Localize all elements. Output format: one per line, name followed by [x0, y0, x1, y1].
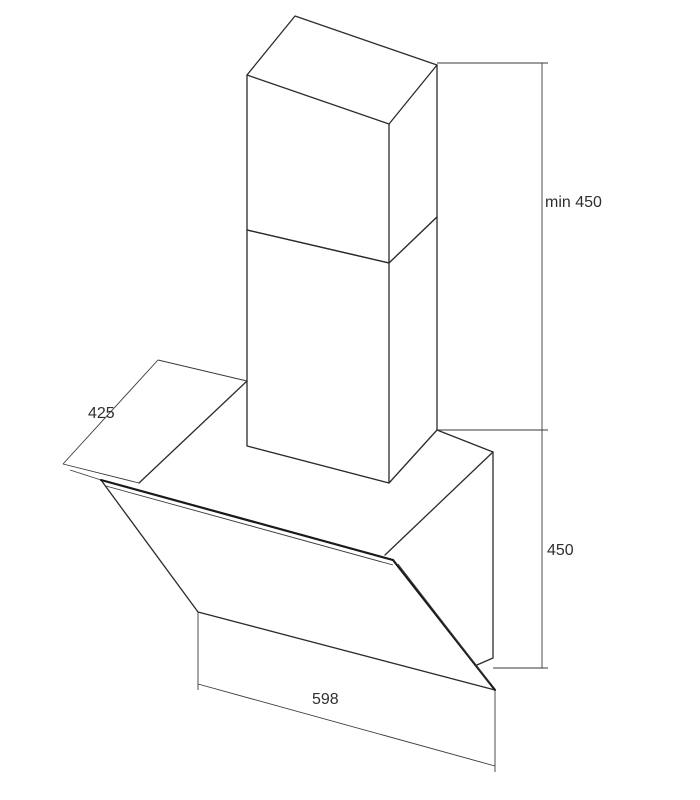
chimney-upper-section [247, 16, 437, 263]
dimension-chimney-height: min 450 [437, 63, 602, 430]
dimension-hood-height: 450 [493, 430, 574, 668]
hood-height-label: 450 [547, 542, 574, 559]
chimney-height-label: min 450 [545, 194, 602, 211]
glass-front-panel [101, 480, 495, 690]
chimney-lower-section [247, 217, 437, 483]
depth-label: 425 [88, 405, 115, 422]
dimension-depth: 425 [63, 360, 247, 483]
width-label: 598 [312, 691, 339, 708]
